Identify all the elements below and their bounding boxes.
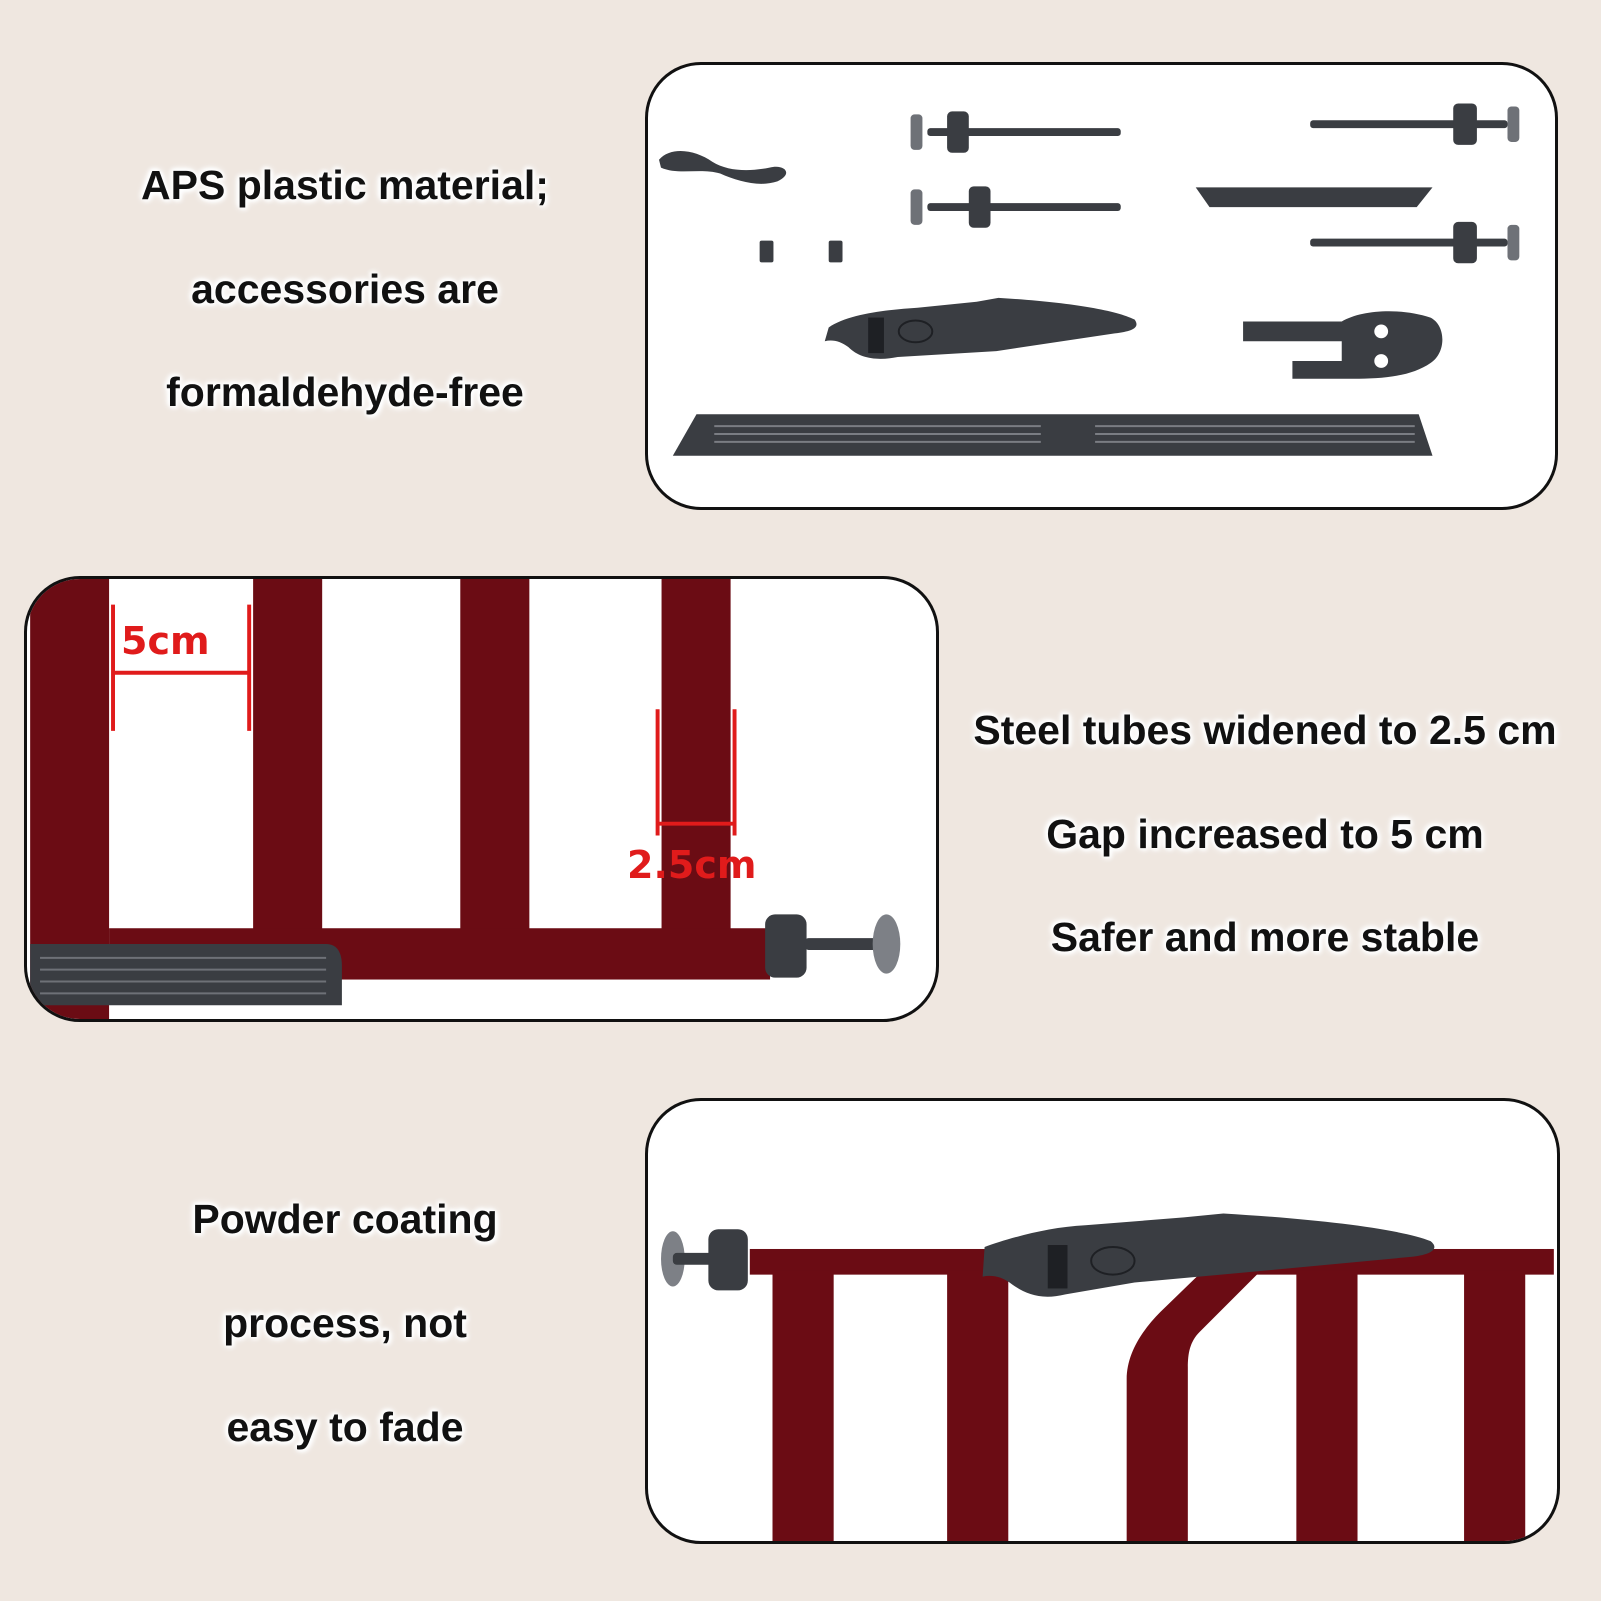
steel-tube <box>661 579 731 945</box>
steel-tube <box>947 1270 1009 1541</box>
foot-plate <box>30 944 342 1006</box>
caption-line-6: Safer and more stable <box>1050 914 1480 960</box>
pressure-bolt <box>765 914 901 978</box>
gap-measure-label: 5cm <box>121 619 210 663</box>
spacer-block-part <box>759 240 774 263</box>
bracket-part <box>1243 311 1443 379</box>
caption-line-5: Gap increased to 5 cm <box>1046 811 1484 857</box>
tube-spacing-illustration <box>30 579 901 1019</box>
footplate-part <box>672 414 1433 456</box>
wedge-strip-part <box>1195 187 1433 208</box>
pressure-bolt <box>661 1229 748 1291</box>
steel-tube <box>772 1270 834 1541</box>
accessories-panel <box>645 62 1558 510</box>
measure-lines <box>111 604 737 836</box>
tube-measure-label: 2.5cm <box>627 843 757 887</box>
caption-line-2: accessories are <box>191 266 499 312</box>
gate-latch-illustration <box>661 1213 1554 1541</box>
accessories-illustration <box>659 103 1520 456</box>
latch-handle-part <box>824 297 1137 359</box>
pressure-bolt-part <box>910 186 1121 228</box>
tube-spacing-panel: 5cm 2.5cm <box>24 576 939 1022</box>
spacer-block-part <box>828 240 843 263</box>
latch-clip-part <box>659 150 787 184</box>
caption-line-3: formaldehyde-free <box>166 369 524 415</box>
pressure-bolt-part <box>1310 221 1520 264</box>
pressure-bolt-part <box>910 111 1121 153</box>
steel-tube <box>460 579 530 945</box>
latch-handle <box>982 1213 1435 1297</box>
caption-line-9: easy to fade <box>226 1404 464 1450</box>
gate-door-tube <box>1126 1248 1263 1541</box>
steel-tube <box>1464 1270 1526 1541</box>
caption-line-7: Powder coating <box>192 1196 498 1242</box>
steel-tube <box>253 579 323 945</box>
caption-line-4: Steel tubes widened to 2.5 cm <box>973 707 1557 753</box>
steel-tube <box>1296 1270 1358 1541</box>
pressure-bolt-part <box>1310 103 1520 145</box>
caption-line-1: APS plastic material; <box>141 162 549 208</box>
caption-line-8: process, not <box>223 1300 467 1346</box>
gate-latch-panel <box>645 1098 1560 1544</box>
